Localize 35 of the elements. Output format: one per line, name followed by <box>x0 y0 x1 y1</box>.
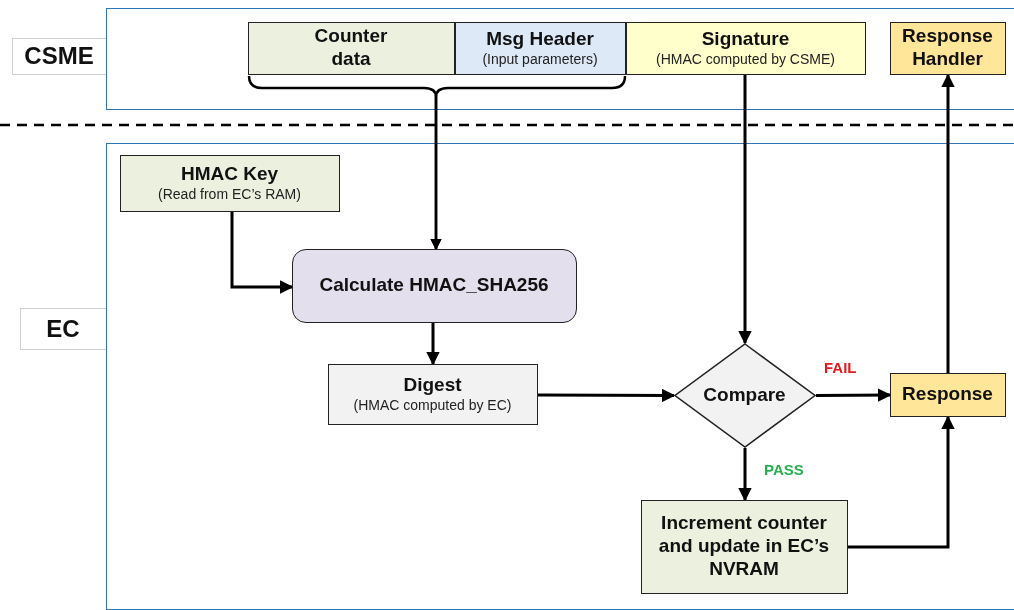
arrow <box>538 388 676 403</box>
node-title: Response Handler <box>901 25 994 71</box>
arrow <box>230 212 294 294</box>
process-box <box>889 21 1006 75</box>
process-box <box>247 21 455 75</box>
node-title: Msg Header <box>486 27 594 51</box>
node-title: Digest <box>403 373 462 397</box>
process-box <box>327 363 538 425</box>
node-title: Signature <box>701 27 790 51</box>
node-title: Increment counter and update in EC’s NVRAM <box>657 512 831 581</box>
arrow <box>426 323 440 366</box>
node-title: HMAC Key <box>180 162 279 186</box>
node-title: Counter data <box>313 25 389 71</box>
node-title: Compare <box>703 383 786 407</box>
node-subtitle: (HMAC computed by EC) <box>353 396 512 415</box>
arrow <box>848 415 955 549</box>
arrow <box>941 73 955 373</box>
node-subtitle: (Input parameters) <box>482 50 598 69</box>
lane-label: CSME <box>11 37 106 75</box>
node-subtitle: (HMAC computed by CSME) <box>656 50 835 69</box>
process-box <box>625 21 866 75</box>
arrow <box>738 75 752 345</box>
node-title: Calculate HMAC_SHA256 <box>319 274 549 297</box>
process-box <box>889 372 1006 417</box>
arrow <box>738 448 752 502</box>
decision-diamond <box>673 342 816 448</box>
arrow <box>430 75 627 251</box>
process-box <box>291 248 577 323</box>
process-box <box>119 154 340 212</box>
lane-label: EC <box>19 307 106 350</box>
process-box <box>454 21 626 75</box>
node-subtitle: (Read from EC’s RAM) <box>158 185 301 204</box>
node-title: Response <box>902 383 993 406</box>
arrow <box>816 388 892 402</box>
process-box <box>640 499 848 594</box>
